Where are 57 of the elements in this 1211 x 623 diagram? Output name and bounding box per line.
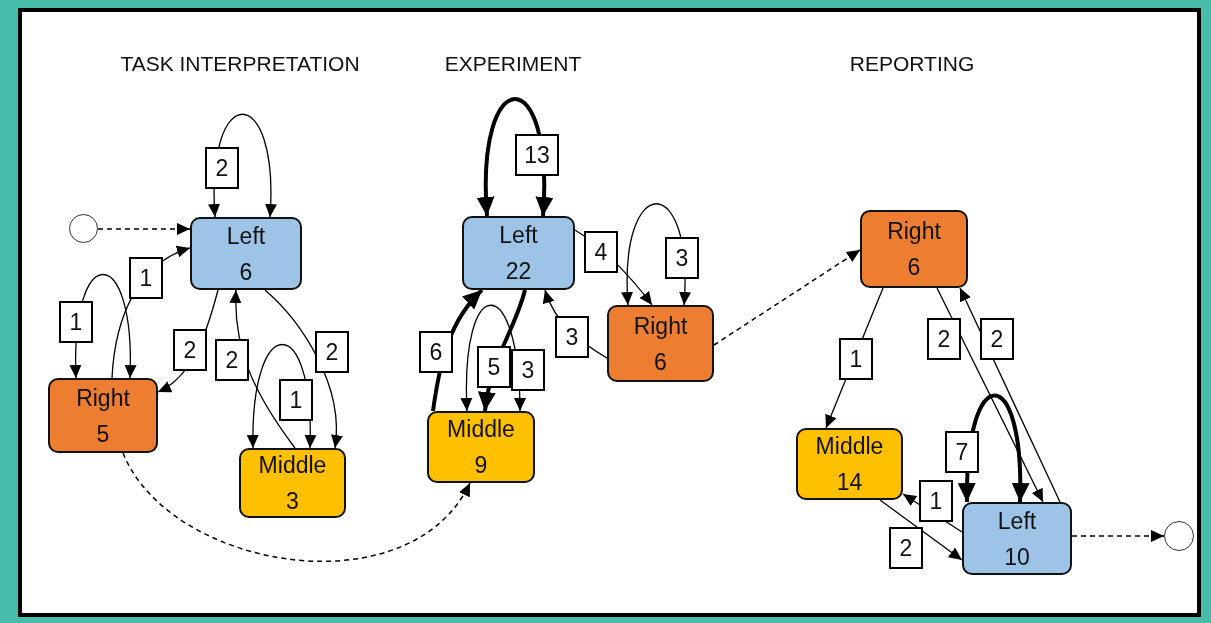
state-count: 6: [907, 253, 921, 282]
edge-label: 1: [919, 480, 953, 522]
dashed-arrow: [713, 249, 861, 346]
state-count: 3: [286, 487, 299, 516]
dashed-arrow: [122, 452, 471, 563]
state-name: Left: [499, 221, 538, 250]
edge-label: 13: [515, 134, 559, 176]
state-box: [607, 305, 714, 382]
dashed-arrow: [97, 223, 191, 235]
state-count: 6: [239, 257, 253, 287]
edge-label: 1: [59, 301, 93, 343]
edge-label: 2: [980, 318, 1014, 360]
state-box: [860, 210, 968, 288]
edge-label: 2: [215, 339, 249, 381]
state-count: 5: [96, 419, 110, 449]
state-box: [427, 411, 535, 483]
arrow: [879, 499, 963, 561]
state-box: [962, 502, 1072, 575]
section-heading: TASK INTERPRETATION: [120, 52, 360, 76]
state-count: 9: [474, 451, 488, 480]
edge-label: 2: [927, 318, 961, 360]
state-name: Middle: [258, 451, 327, 480]
state-box: [48, 378, 158, 453]
edge-label: 3: [555, 316, 589, 358]
edge-label: 4: [584, 231, 618, 273]
state-box: [239, 448, 346, 518]
edge-label: 6: [419, 331, 453, 373]
state-name: Right: [633, 311, 688, 341]
edge-label: 5: [477, 346, 511, 388]
state-name: Middle: [815, 432, 884, 461]
arrow: [936, 287, 1044, 503]
state-count: 14: [836, 468, 863, 497]
edge-label: 7: [945, 431, 979, 473]
state-name: Left: [997, 506, 1037, 536]
state-name: Middle: [447, 415, 515, 444]
dashed-arrow: [1071, 530, 1165, 542]
edge-label: 3: [511, 349, 545, 391]
section-heading: REPORTING: [849, 52, 975, 76]
edge-label: 3: [665, 237, 699, 279]
state-box: [190, 217, 302, 290]
edge-label: 1: [129, 257, 163, 299]
state-name: Right: [887, 217, 941, 246]
edge-label: 2: [205, 147, 239, 189]
state-count: 22: [505, 257, 532, 286]
state-count: 10: [1004, 542, 1030, 572]
section-heading: EXPERIMENT: [444, 52, 582, 76]
state-box: [796, 428, 903, 500]
edge-label: 1: [839, 338, 873, 380]
edge-label: 1: [279, 379, 313, 421]
state-count: 6: [654, 347, 667, 377]
arrow: [264, 289, 343, 449]
state-name: Left: [226, 221, 266, 251]
edge-label: 2: [173, 329, 207, 371]
state-box: [462, 216, 575, 290]
state-name: Right: [76, 383, 130, 413]
edge-label: 2: [315, 331, 349, 373]
edge-label: 2: [889, 527, 923, 569]
